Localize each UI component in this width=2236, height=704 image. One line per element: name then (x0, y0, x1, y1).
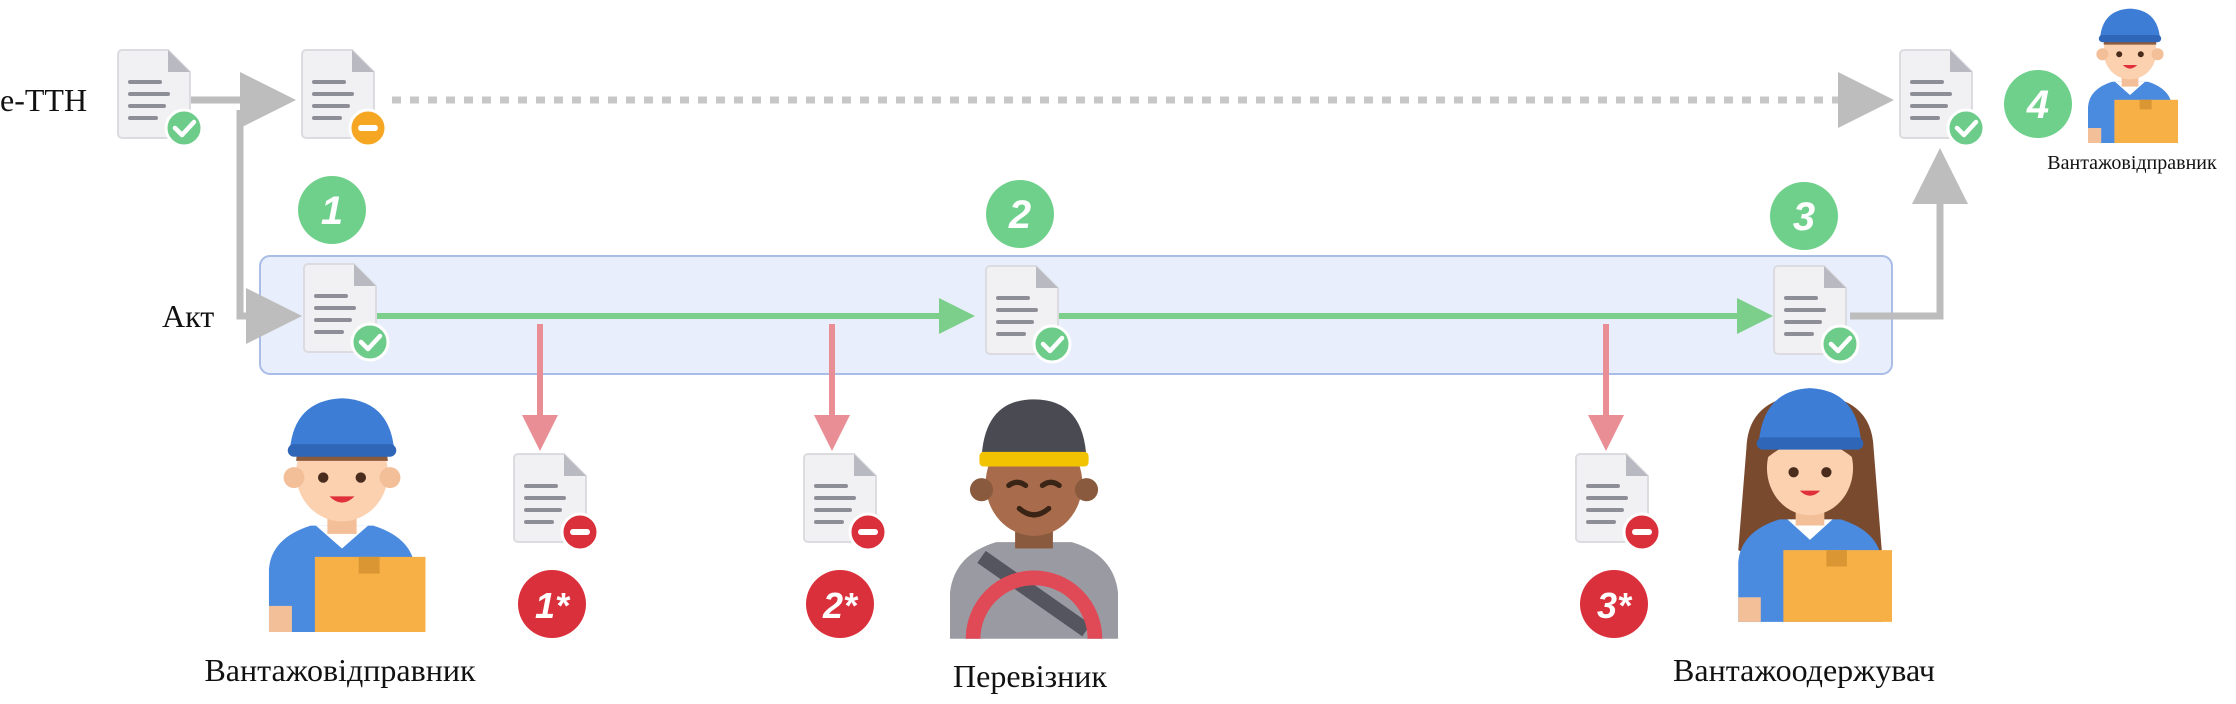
consignee-avatar (1738, 388, 1892, 622)
ettn-doc-signed (117, 49, 202, 146)
reject-icon (560, 512, 600, 552)
svg-text:1*: 1* (535, 585, 571, 626)
consignee-label: Вантажоодержувач (1673, 652, 1935, 688)
carrier-avatar (950, 399, 1118, 638)
carrier-label: Перевізник (953, 658, 1107, 694)
reject-icon (848, 512, 888, 552)
svg-text:2: 2 (1008, 193, 1031, 237)
to-final-arrow (1850, 148, 1968, 320)
check-icon (352, 324, 388, 360)
step-2-badge: 2 (986, 180, 1054, 248)
reject-step-2-badge: 2* (806, 570, 874, 638)
shipper-small-label: Вантажовідправник (2047, 152, 2217, 174)
reject-step-3-badge: 3* (1580, 570, 1648, 638)
step-1-badge: 1 (298, 176, 366, 244)
check-icon (1034, 326, 1070, 362)
check-icon (1822, 326, 1858, 362)
reject-step-1-badge: 1* (518, 570, 586, 638)
pending-icon (348, 108, 388, 148)
svg-text:4: 4 (2026, 83, 2049, 127)
act-row-label: Акт (162, 298, 215, 334)
to-act-arrow (236, 110, 302, 344)
shipper-avatar (268, 398, 426, 632)
check-icon (166, 110, 202, 146)
ettn-doc-pending (301, 49, 388, 148)
rejected-doc-1 (513, 453, 600, 552)
rejected-doc-2 (803, 453, 888, 552)
reject-icon (1622, 512, 1662, 552)
shipper-label: Вантажовідправник (204, 652, 476, 688)
svg-text:3: 3 (1793, 195, 1815, 239)
step-3-badge: 3 (1770, 182, 1838, 250)
rejected-doc-3 (1575, 453, 1662, 552)
svg-text:2*: 2* (822, 585, 859, 626)
ettn-doc-final (1899, 49, 1984, 146)
step-4-badge: 4 (2004, 70, 2072, 138)
ettn-row-label: e-TTH (0, 82, 88, 118)
check-icon (1948, 110, 1984, 146)
svg-text:3*: 3* (1597, 585, 1633, 626)
shipper-small-avatar (2088, 8, 2178, 143)
svg-text:1: 1 (321, 189, 343, 233)
